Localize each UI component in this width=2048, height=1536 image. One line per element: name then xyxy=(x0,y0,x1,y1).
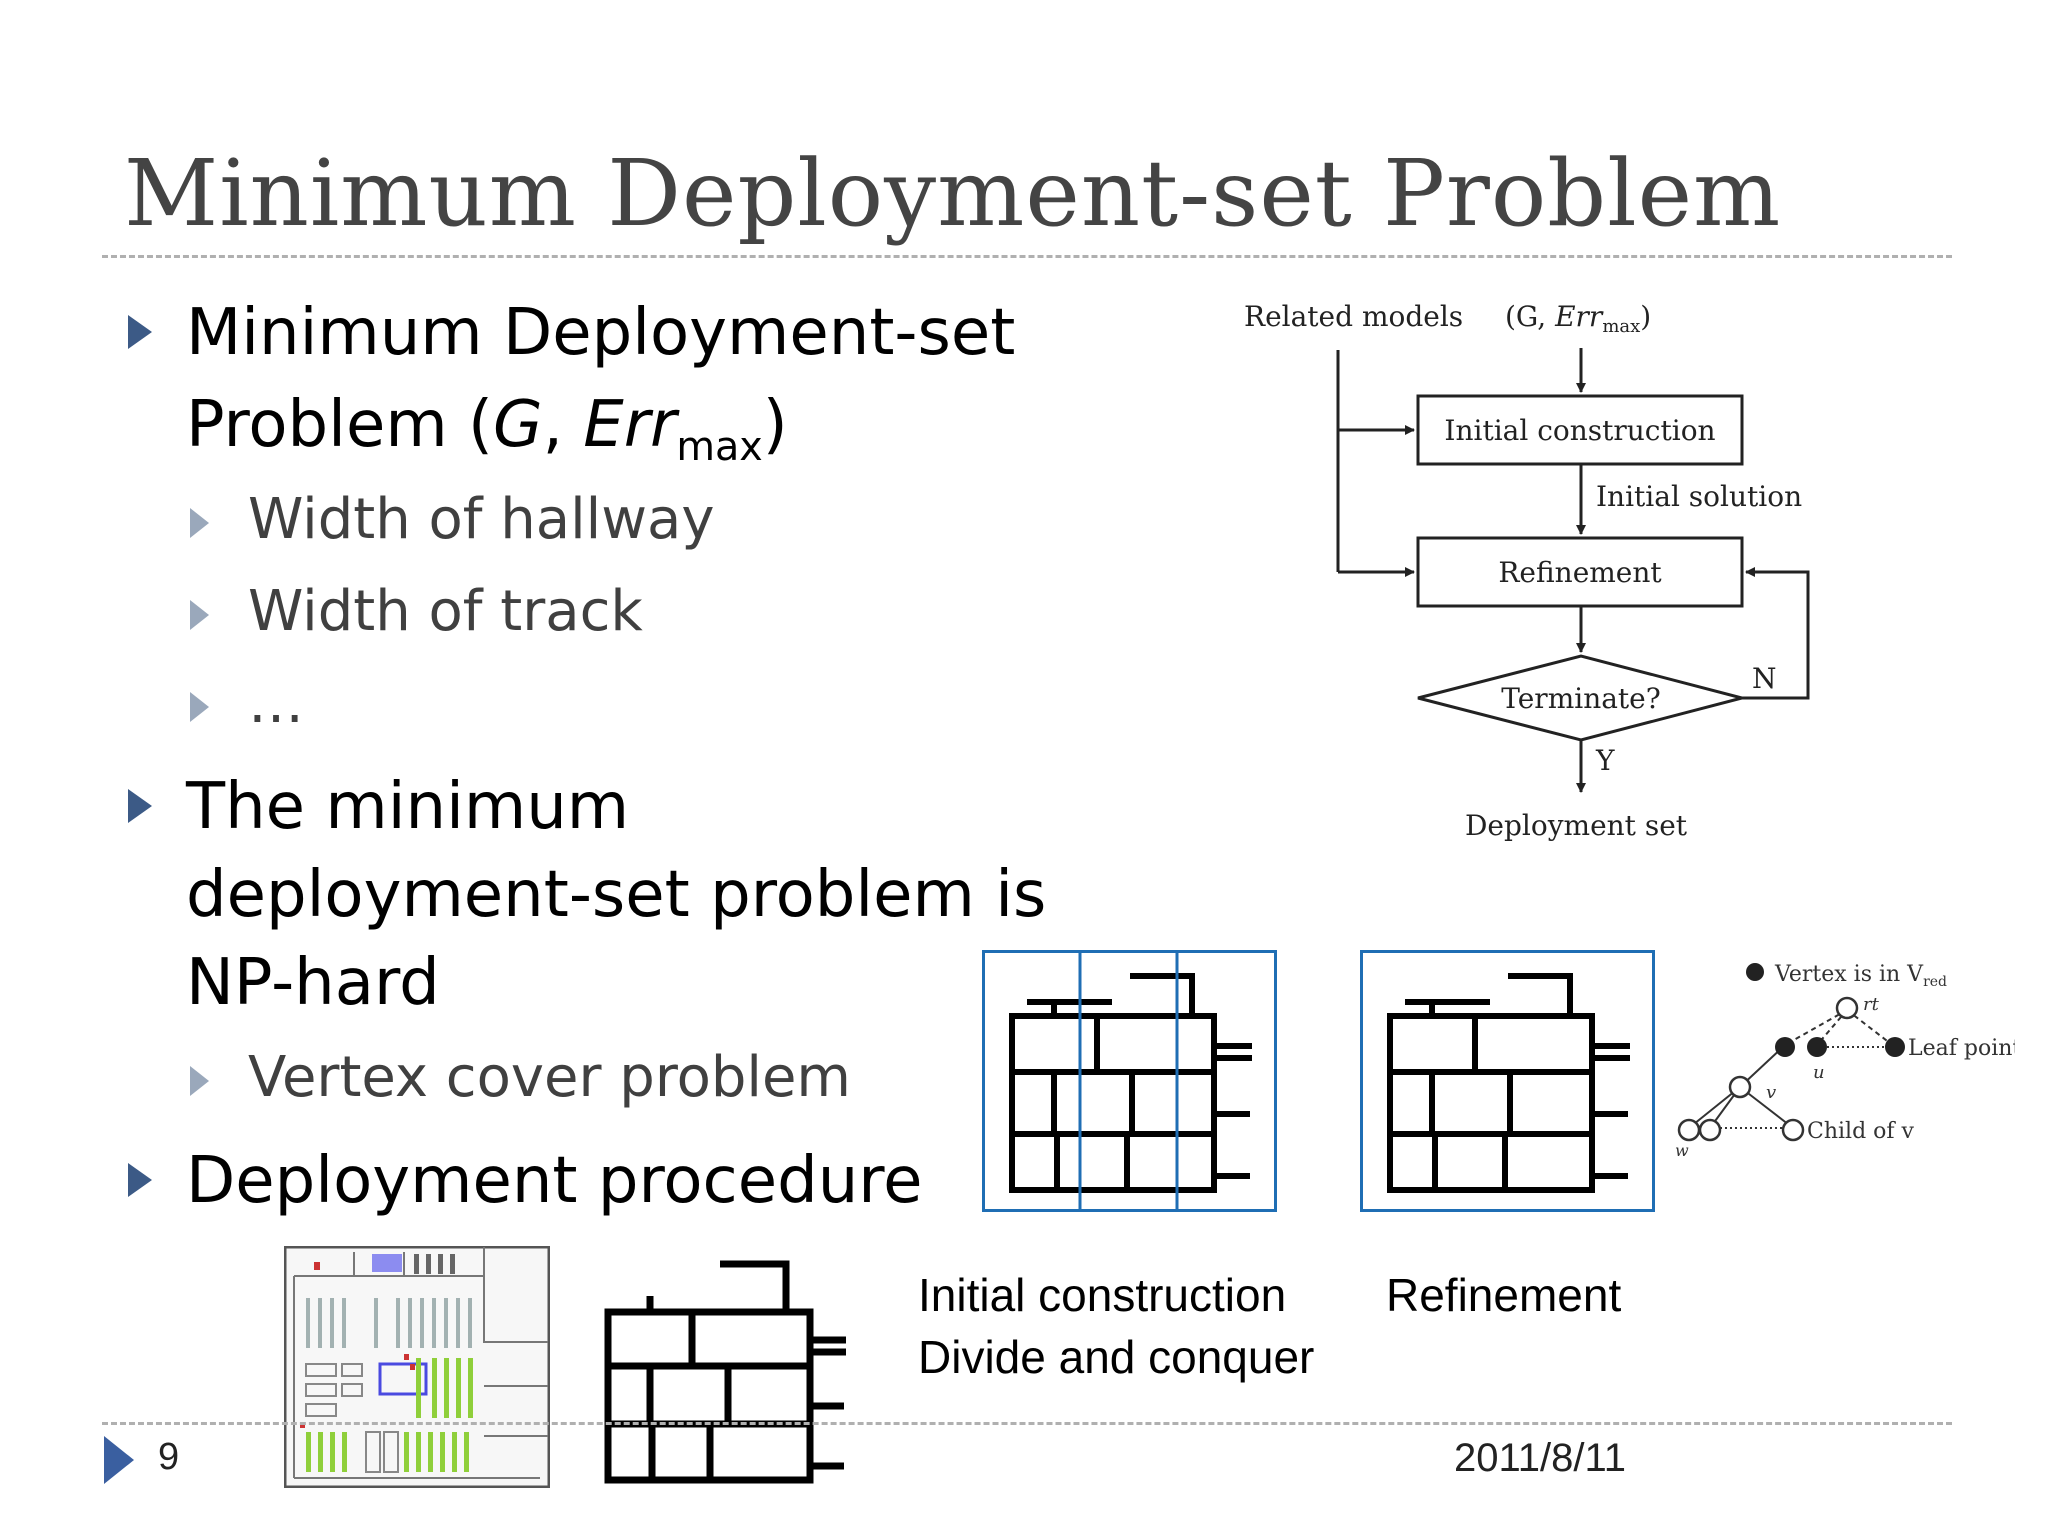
caption-initial-construction: Initial construction xyxy=(918,1269,1287,1321)
slide-date: 2011/8/11 xyxy=(1454,1436,1627,1480)
bullet-1-line-2: Problem (G, Errmax) xyxy=(186,388,788,470)
leaf-point-label: Leaf point xyxy=(1908,1036,2015,1061)
sub-bullet-ellipsis: … xyxy=(248,671,304,736)
bullet-arrow-icon xyxy=(128,315,152,349)
child-of-v-label: Child of v xyxy=(1807,1119,1915,1144)
simplified-floor-plan xyxy=(604,1260,846,1484)
w-label: w xyxy=(1675,1141,1689,1160)
tree-vertex xyxy=(1781,1118,1805,1142)
vertex-in-label: Vertex is in Vred xyxy=(1774,962,1947,990)
related-models-label: Related models xyxy=(1244,300,1463,333)
footer-divider xyxy=(102,1422,1952,1425)
terminate-label: Terminate? xyxy=(1501,682,1661,715)
building-floor-plan xyxy=(284,1246,550,1488)
page-number: 9 xyxy=(158,1436,180,1478)
map-frame xyxy=(1360,950,1655,1212)
vertex-cover-tree: Vertex is in Vred rt Leaf point u v Chil… xyxy=(1675,962,2015,1160)
rt-label: rt xyxy=(1863,994,1880,1015)
sub-bullet-arrow-icon xyxy=(190,600,209,630)
sub-bullet-arrow-icon xyxy=(190,508,209,538)
no-label: N xyxy=(1752,662,1777,695)
highlight-room xyxy=(372,1254,402,1272)
bullet-arrow-icon xyxy=(128,789,152,823)
initial-construction-label: Initial construction xyxy=(1444,414,1715,447)
flowchart-diagram: Related models (G, Errmax) Initial const… xyxy=(1244,300,1810,842)
filled-vertex-icon xyxy=(1746,963,1764,981)
tree-vertex xyxy=(1698,1118,1722,1142)
bullet-3: Deployment procedure xyxy=(186,1144,923,1218)
caption-refinement: Refinement xyxy=(1386,1269,1622,1321)
no-loop-arrow xyxy=(1742,567,1810,700)
bullet-2-line-3: NP-hard xyxy=(186,946,440,1020)
map-frame xyxy=(982,950,1277,1212)
sub-bullet-hallway: Width of hallway xyxy=(248,487,715,552)
sub-bullet-track: Width of track xyxy=(248,579,643,644)
u-label: u xyxy=(1813,1062,1825,1083)
leaf-vertex xyxy=(1885,1037,1905,1057)
slide-title: Minimum Deployment-set Problem xyxy=(124,140,1782,247)
refinement-label: Refinement xyxy=(1498,556,1662,589)
yes-label: Y xyxy=(1595,744,1615,777)
sub-bullet-arrow-icon xyxy=(190,692,209,722)
bullet-2-line-2: deployment-set problem is xyxy=(186,858,1047,932)
bullet-1-line-1: Minimum Deployment-set xyxy=(186,296,1016,370)
v-label: v xyxy=(1766,1082,1776,1103)
sub-bullet-arrow-icon xyxy=(190,1066,209,1096)
initial-construction-map xyxy=(982,950,1277,1212)
tree-vertex xyxy=(1677,1118,1701,1142)
floor-plan xyxy=(1387,973,1630,1193)
tree-vertex xyxy=(1775,1037,1795,1057)
footer-triangle-icon xyxy=(104,1436,134,1484)
green-shelves xyxy=(306,1358,473,1472)
root-vertex xyxy=(1835,996,1859,1020)
caption-divide-and-conquer: Divide and conquer xyxy=(918,1331,1315,1383)
tree-vertex xyxy=(1728,1075,1752,1099)
floor-plan xyxy=(1009,973,1252,1193)
tree-vertex xyxy=(1807,1037,1827,1057)
bullet-2-line-1: The minimum xyxy=(186,770,630,844)
title-divider xyxy=(102,255,1952,258)
initial-solution-label: Initial solution xyxy=(1596,480,1802,513)
input-label: (G, Errmax) xyxy=(1505,300,1651,337)
bullet-arrow-icon xyxy=(128,1163,152,1197)
refinement-map xyxy=(1360,950,1655,1212)
sub-bullet-vertex-cover: Vertex cover problem xyxy=(248,1045,851,1110)
deployment-set-label: Deployment set xyxy=(1465,809,1688,842)
